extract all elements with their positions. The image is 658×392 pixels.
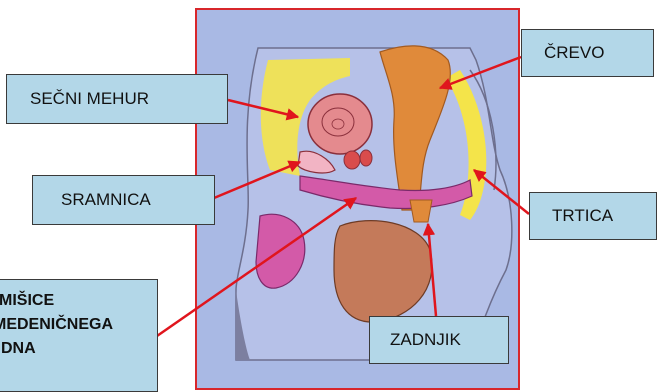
anus-shape (410, 200, 432, 222)
label-pelvic-floor: MIŠICE MEDENIČNEGA DNA (0, 279, 158, 392)
label-pelvic-floor-line3: DNA (1, 337, 157, 361)
label-pubis: SRAMNICA (32, 175, 215, 225)
label-coccyx: TRTICA (529, 192, 657, 240)
label-colon: ČREVO (521, 29, 654, 77)
bladder-shape (308, 94, 372, 154)
prostate-shape (344, 151, 360, 169)
label-pelvic-floor-line1: MIŠICE (0, 289, 157, 313)
label-anus: ZADNJIK (369, 316, 509, 364)
label-colon-text: ČREVO (544, 43, 604, 63)
label-anus-text: ZADNJIK (390, 330, 461, 350)
label-bladder: SEČNI MEHUR (6, 74, 228, 124)
label-bladder-text: SEČNI MEHUR (30, 89, 149, 109)
label-pelvic-floor-line2: MEDENIČNEGA (0, 313, 157, 337)
label-pubis-text: SRAMNICA (61, 190, 151, 210)
label-coccyx-text: TRTICA (552, 206, 613, 226)
